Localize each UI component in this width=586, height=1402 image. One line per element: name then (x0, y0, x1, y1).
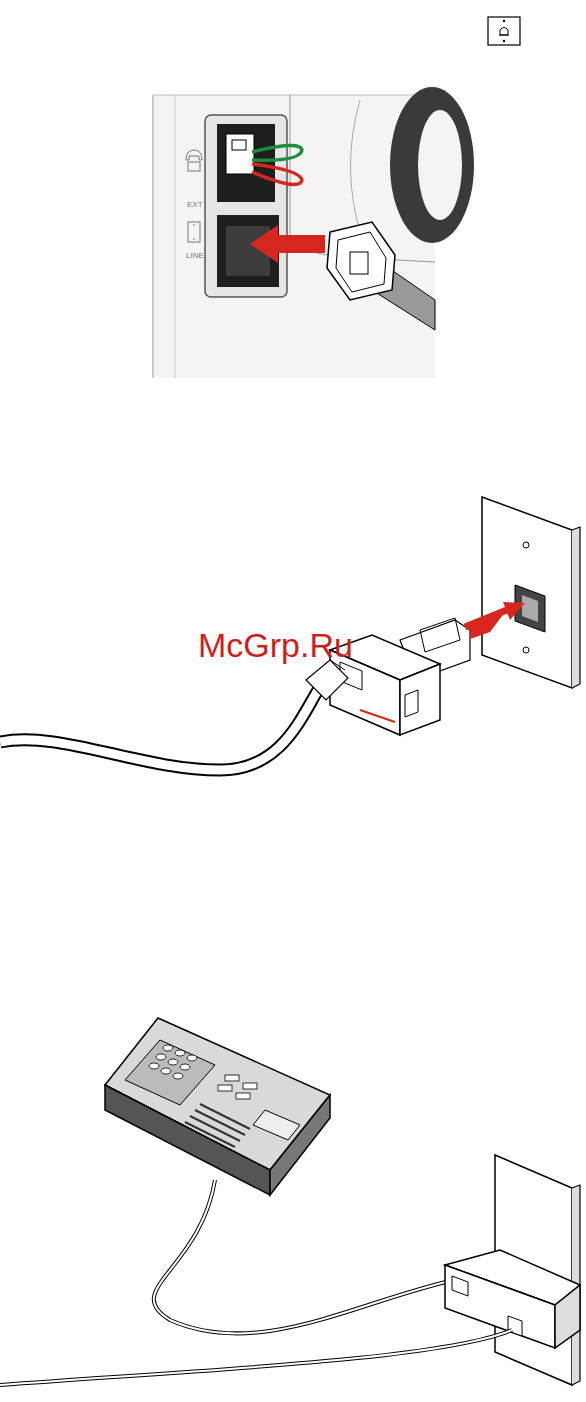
port-label: LINE (186, 252, 204, 260)
port-label: EXT (187, 201, 203, 209)
printer-port-closeup (153, 87, 474, 378)
splitter-wall-jack (0, 497, 580, 770)
wall-jack-icon (488, 17, 520, 45)
watermark: McGrp.Ru (198, 628, 353, 662)
answering-machine-setup (0, 1018, 580, 1385)
